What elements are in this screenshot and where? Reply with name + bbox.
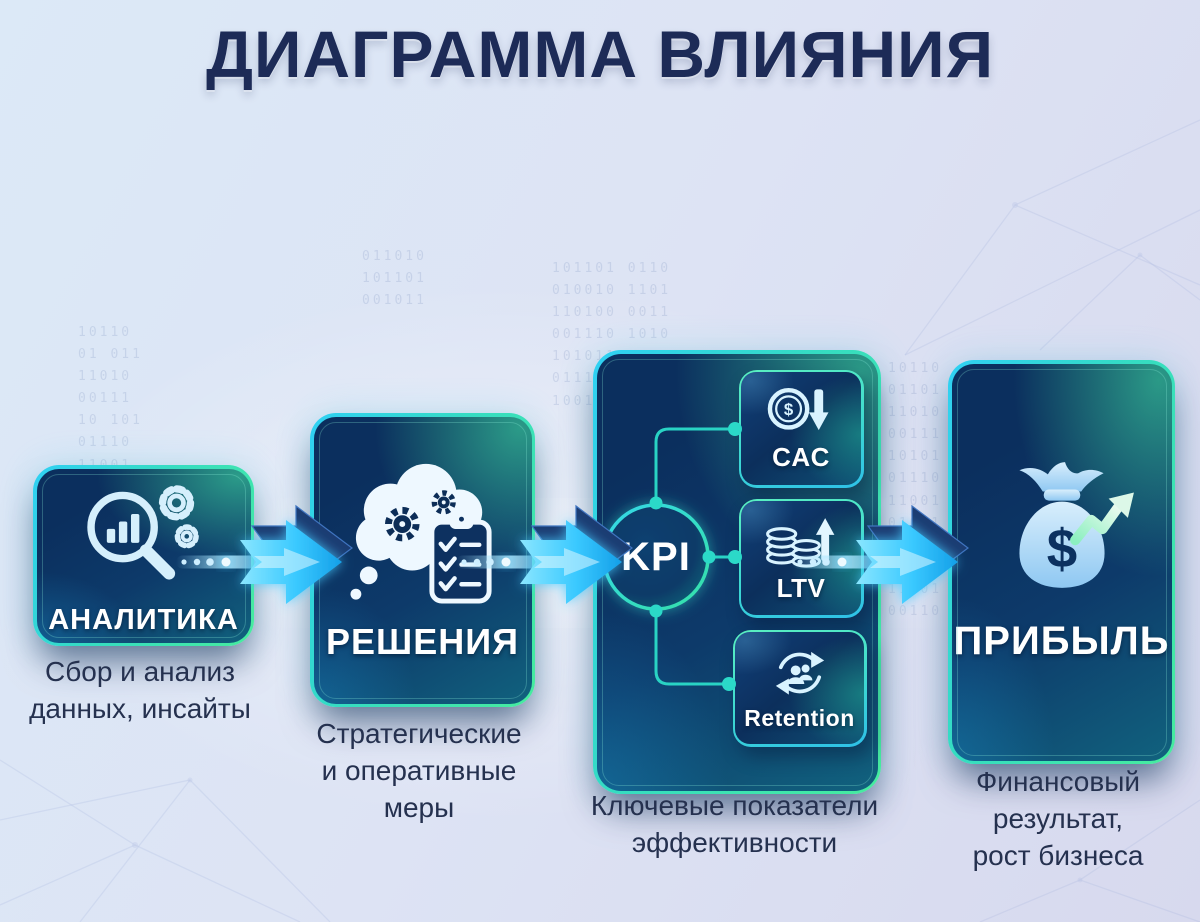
page-title: ДИАГРАММА ВЛИЯНИЯ	[205, 17, 995, 91]
metric-label-ltv: LTV	[776, 573, 826, 603]
node-caption-kpi: Ключевые показатели эффективности	[590, 790, 879, 858]
node-caption-profit: Финансовый результат, рост бизнеса	[972, 766, 1144, 871]
node-label-decisions: РЕШЕНИЯ	[326, 621, 519, 662]
svg-text:$: $	[1046, 517, 1076, 579]
node-analytics: АНАЛИТИКА	[33, 465, 254, 646]
node-caption-decisions: Стратегические и оперативные меры	[316, 718, 522, 823]
binary-texture: 011010 101101 001011	[362, 249, 427, 309]
magnifier-bar-chart-gears-icon	[86, 484, 199, 580]
binary-texture: 10110 01 011 11010 00111 10 101 01110 11…	[78, 325, 143, 473]
metric-label-retention: Retention	[744, 704, 855, 731]
binary-texture: 10110 01101 11010 00111 10101 01110 1100…	[888, 361, 943, 620]
kpi-label: KPI	[621, 535, 691, 579]
node-decisions: РЕШЕНИЯ	[310, 413, 535, 707]
node-label-profit: ПРИБЫЛЬ	[953, 618, 1170, 663]
coin-dollar-down-arrow-icon: $	[767, 387, 829, 431]
node-label-analytics: АНАЛИТИКА	[48, 603, 239, 636]
metric-cac: $ CAC	[738, 369, 864, 488]
kpi-connectors: KPI	[602, 422, 742, 691]
node-profit: $ ПРИБЫЛЬ	[948, 360, 1175, 764]
metric-retention: Retention	[732, 629, 867, 747]
svg-text:$: $	[784, 400, 794, 419]
node-caption-analytics: Сбор и анализ данных, инсайты	[29, 656, 251, 724]
money-bag-growth-icon: $	[1018, 461, 1134, 588]
idea-cloud-gears-checklist-icon	[349, 463, 492, 604]
customers-cycle-icon	[775, 651, 824, 695]
metric-label-cac: CAC	[772, 442, 830, 472]
